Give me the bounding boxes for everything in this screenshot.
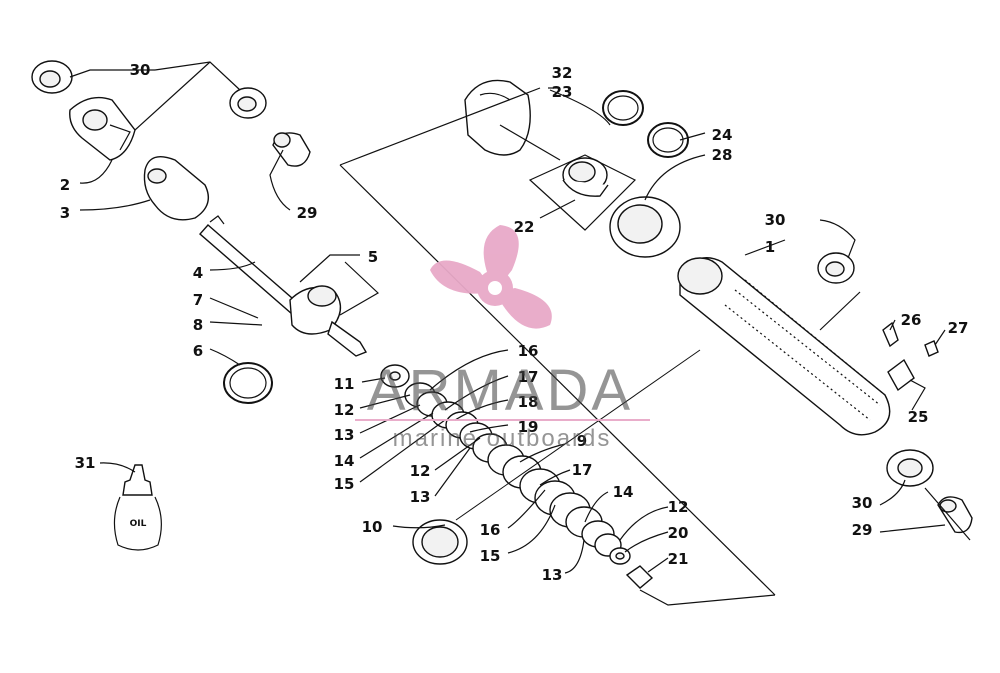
- callout-13: 13: [334, 426, 355, 444]
- callout-3: 3: [60, 204, 70, 222]
- shock-body-assembly: [677, 219, 973, 541]
- callout-15: 15: [480, 547, 501, 565]
- part-11-washer: [380, 364, 410, 388]
- callout-14: 14: [613, 483, 634, 501]
- callout-20: 20: [668, 524, 689, 542]
- part-28-cap-ring: [609, 196, 681, 258]
- reservoir-assembly: [339, 79, 776, 596]
- callout-19: 19: [518, 418, 539, 436]
- callout-12: 12: [668, 498, 689, 516]
- callout-7: 7: [193, 291, 203, 309]
- callout-18: 18: [518, 393, 539, 411]
- part-23-seal: [602, 90, 644, 126]
- callout-13: 13: [410, 488, 431, 506]
- part-2-rod-eye: [69, 96, 136, 161]
- part-24-o-ring: [647, 122, 689, 158]
- callout-14: 14: [334, 452, 355, 470]
- callout-17: 17: [518, 368, 539, 386]
- callout-21: 21: [668, 550, 689, 568]
- watermark-tagline: marine outboards: [393, 425, 612, 452]
- part-30-bushing-right: [817, 252, 855, 284]
- callout-15: 15: [334, 475, 355, 493]
- propeller-logo: [430, 225, 552, 329]
- callout-29: 29: [852, 521, 873, 539]
- part-1-shock-body: [677, 257, 891, 436]
- part-31-oil-bottle: OIL: [99, 462, 162, 551]
- callout-6: 6: [193, 342, 203, 360]
- callout-22: 22: [514, 218, 535, 236]
- callout-25: 25: [908, 408, 929, 426]
- callout-17: 17: [572, 461, 593, 479]
- shim-stack: [404, 382, 622, 557]
- callout-27: 27: [948, 319, 969, 337]
- watermark-brand: ARMADA: [367, 358, 633, 423]
- rod-end-assembly: [31, 60, 379, 404]
- part-3-bumper: [143, 156, 209, 221]
- part-29-sleeve-upper: [272, 132, 311, 167]
- callout-16: 16: [480, 521, 501, 539]
- callout-5: 5: [368, 248, 378, 266]
- callout-13: 13: [542, 566, 563, 584]
- callout-1: 1: [765, 238, 775, 256]
- callout-28: 28: [712, 146, 733, 164]
- part-21-nut: [625, 565, 654, 589]
- part-30-bushing-top-left: [31, 60, 73, 94]
- callout-24: 24: [712, 126, 733, 144]
- callout-32: 32: [552, 64, 573, 82]
- callout-8: 8: [193, 316, 203, 334]
- callout-26: 26: [901, 311, 922, 329]
- callout-30: 30: [765, 211, 786, 229]
- part-32-bladder: [464, 79, 561, 161]
- part-10-seal-ring: [412, 519, 468, 565]
- valve-stack: [359, 349, 776, 606]
- callout-12: 12: [410, 462, 431, 480]
- callout-9: 9: [577, 432, 587, 450]
- callout-30: 30: [130, 61, 151, 79]
- watermark: ARMADA marine outboards: [355, 225, 650, 452]
- callout-4: 4: [193, 264, 203, 282]
- part-6-o-ring: [223, 362, 273, 404]
- callout-29: 29: [297, 204, 318, 222]
- callout-2: 2: [60, 176, 70, 194]
- part-26-valve-cap: [882, 321, 899, 348]
- part-30-bushing-upper: [229, 87, 267, 119]
- callout-11: 11: [334, 375, 355, 393]
- callout-10: 10: [362, 518, 383, 536]
- part-8-piston: [289, 285, 368, 357]
- part-22-end-cap: [562, 157, 609, 197]
- callout-23: 23: [552, 83, 573, 101]
- callout-12: 12: [334, 401, 355, 419]
- part-30-bushing-lower-right: [886, 449, 934, 487]
- oil-label: OIL: [130, 519, 147, 529]
- part-29-sleeve-lower: [937, 496, 973, 534]
- callout-16: 16: [518, 342, 539, 360]
- callout-31: 31: [75, 454, 96, 472]
- part-4-shaft: [199, 215, 301, 315]
- callout-30: 30: [852, 494, 873, 512]
- part-25-fitting: [887, 358, 915, 392]
